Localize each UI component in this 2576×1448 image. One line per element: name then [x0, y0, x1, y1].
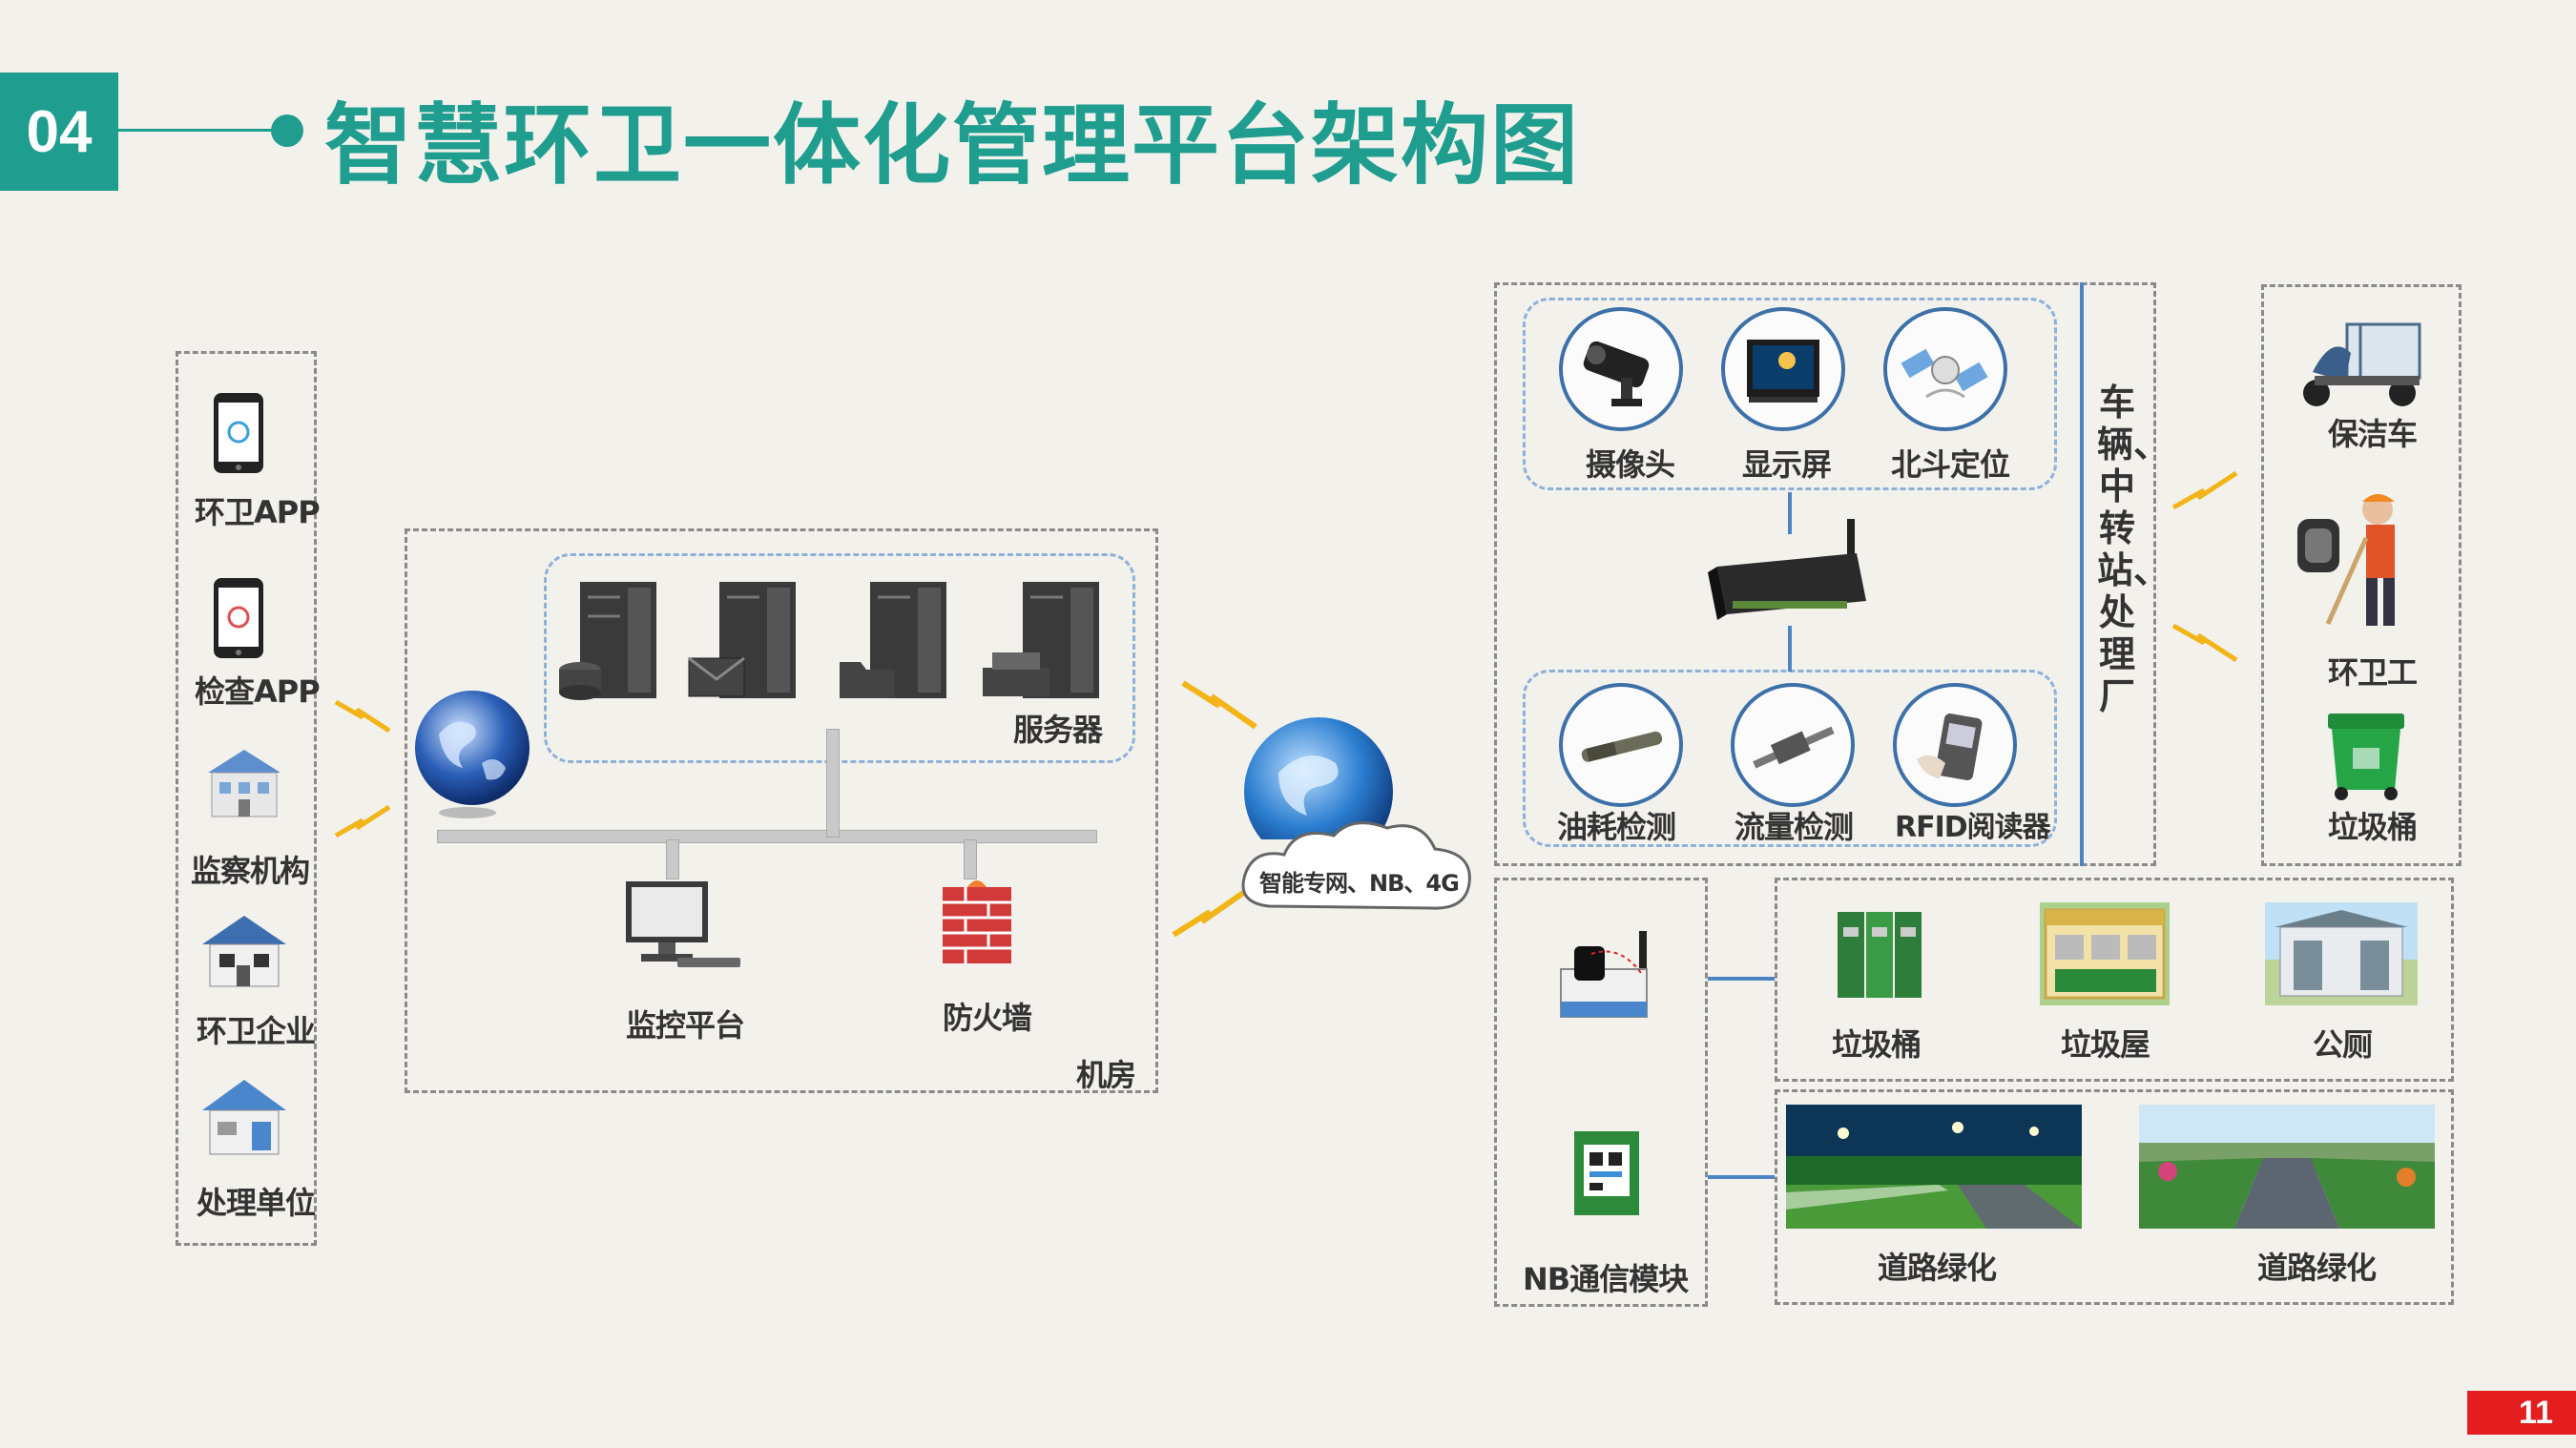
gateway-link-top [1788, 492, 1792, 534]
page-title: 智慧环卫一体化管理平台架构图 [324, 94, 1581, 197]
nb-device-icon [1549, 925, 1664, 1030]
device-label: 油耗检测 [1557, 809, 1676, 845]
header-connector-line [118, 129, 280, 132]
camera-icon [1583, 341, 1650, 406]
nb-module-label: NB通信模块 [1523, 1261, 1689, 1297]
vehicle-station-label: 车辆、中转站、处理厂 [2097, 382, 2171, 717]
monitor-platform-label: 监控平台 [626, 1007, 745, 1044]
greening-box [1775, 1089, 2454, 1305]
vehicle-station-box [1494, 282, 2156, 866]
left-item-label: 监察机构 [191, 853, 310, 889]
cleaning-vehicle-icon [2294, 315, 2427, 410]
nb-module-icon [1568, 1126, 1645, 1221]
nb-link-greening [1708, 1175, 1775, 1179]
sanitation-worker-icon [2290, 481, 2433, 633]
greening-label: 道路绿化 [2257, 1250, 2377, 1286]
screen-icon [1747, 340, 1819, 403]
lightning-icon [334, 696, 391, 734]
rfid-reader-icon [1917, 713, 1983, 781]
machine-room-label: 机房 [1076, 1057, 1136, 1093]
right-item-label: 保洁车 [2328, 416, 2418, 452]
left-item-label: 检查APP [195, 673, 321, 710]
bus-drop-firewall [964, 839, 977, 879]
satellite-icon [1901, 348, 1988, 399]
bus-drop-monitor [666, 839, 679, 879]
lightning-icon [1172, 887, 1248, 939]
section-number-badge: 04 [0, 72, 118, 191]
device-label: RFID阅读器 [1895, 811, 2051, 844]
left-item-label: 环卫企业 [197, 1013, 316, 1049]
vehicle-divider-line [2080, 282, 2084, 866]
house-icon [197, 910, 292, 990]
flow-sensor-icon [1753, 726, 1835, 769]
gateway-link-bottom [1788, 626, 1792, 672]
lightning-icon [2171, 622, 2238, 664]
left-item-label: 处理单位 [197, 1185, 316, 1221]
server-icon [553, 578, 677, 702]
lightning-icon [334, 803, 391, 841]
device-label: 摄像头 [1586, 446, 1675, 483]
building-icon [198, 744, 290, 820]
left-item-label: 环卫APP [195, 494, 321, 530]
network-bus-line [437, 830, 1097, 843]
cloud-label: 智能专网、NB、4G [1259, 870, 1460, 897]
phone-icon [212, 576, 265, 660]
fuel-sensor-device [1559, 683, 1683, 807]
servers-label: 服务器 [1013, 712, 1103, 748]
left-clients-box [176, 351, 317, 1246]
server-group-box [544, 553, 1135, 763]
right-field-box [2261, 284, 2462, 866]
device-label: 流量检测 [1735, 809, 1854, 845]
facility-label: 垃圾桶 [1832, 1026, 1922, 1063]
server-icon [685, 578, 809, 702]
firewall-icon [939, 878, 1015, 965]
server-icon [979, 578, 1112, 702]
header-dot [271, 114, 303, 147]
house-icon [197, 1074, 292, 1158]
top-devices-box [1523, 298, 2057, 490]
section-number: 04 [26, 98, 93, 165]
lightning-icon [1181, 679, 1257, 731]
facility-label: 公厕 [2313, 1026, 2373, 1063]
road-greening-photo [2139, 1105, 2435, 1229]
greening-label: 道路绿化 [1878, 1250, 1997, 1286]
flow-sensor-device [1731, 683, 1855, 807]
nb-module-box [1494, 878, 1708, 1307]
right-item-label: 环卫工 [2328, 654, 2418, 691]
rfid-reader-device [1893, 683, 2017, 807]
firewall-label: 防火墙 [943, 1000, 1032, 1036]
camera-device [1559, 307, 1683, 431]
bus-drop-server [826, 729, 840, 838]
facility-label: 垃圾屋 [2061, 1026, 2150, 1063]
garbage-house-icon [2040, 902, 2170, 1005]
lightning-icon [2171, 469, 2238, 511]
cloud-icon [1231, 820, 1507, 925]
globe-icon [410, 687, 534, 820]
server-icon [836, 578, 960, 702]
road-greening-photo [1786, 1105, 2082, 1229]
trash-bin-icon [2318, 710, 2414, 801]
phone-icon [212, 391, 265, 475]
satellite-device [1883, 307, 2007, 431]
facilities-box [1775, 878, 2454, 1082]
nb-link-facilities [1708, 977, 1775, 981]
page-number-badge: 11 [2467, 1391, 2576, 1435]
screen-device [1721, 307, 1845, 431]
right-item-label: 垃圾桶 [2328, 809, 2418, 845]
monitor-computer-icon [620, 878, 744, 969]
device-label: 显示屏 [1742, 446, 1832, 483]
fuel-sensor-icon [1581, 731, 1663, 762]
page-number: 11 [2519, 1394, 2553, 1431]
gateway-router-icon [1704, 515, 1876, 630]
public-toilet-icon [2265, 902, 2418, 1005]
machine-room-box [405, 528, 1158, 1093]
device-label: 北斗定位 [1891, 446, 2010, 483]
sorting-bins-icon [1832, 902, 1927, 1002]
